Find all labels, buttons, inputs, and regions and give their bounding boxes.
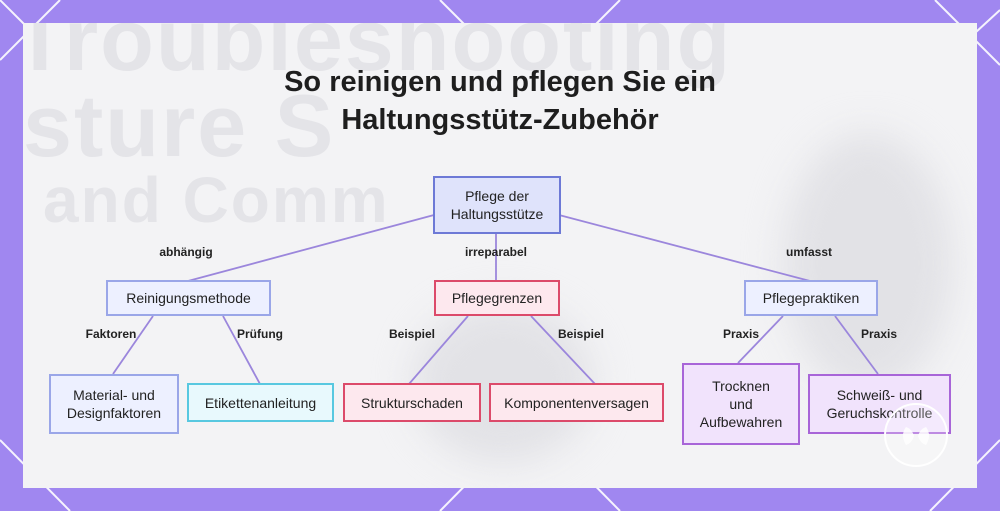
edge-label-praxis: Praxis xyxy=(860,327,898,341)
edge-reinigung-material xyxy=(112,315,154,375)
edge-root-reinigung xyxy=(187,214,435,282)
node-strukturschaden[interactable]: Strukturschaden xyxy=(343,383,481,422)
node-label: Reinigungsmethode xyxy=(126,290,251,306)
edge-label-abhaengig: abhängig xyxy=(159,245,213,259)
node-pflegepraktiken[interactable]: Pflegepraktiken xyxy=(744,280,878,316)
edge-praktiken-schweiss xyxy=(834,315,879,375)
diagram-card: Troubleshooting sture S and Comm So rein… xyxy=(23,23,977,488)
background-text: sture S xyxy=(23,76,336,175)
title-line: Haltungsstütz-Zubehör xyxy=(341,104,659,136)
edge-root-praktiken xyxy=(558,214,811,282)
edge-label-faktoren: Faktoren xyxy=(85,327,137,341)
node-label: Material- und xyxy=(73,387,155,403)
edge-grenzen-komponenten xyxy=(530,315,596,385)
node-label: Haltungsstütze xyxy=(450,206,544,222)
node-reinigungsmethode[interactable]: Reinigungsmethode xyxy=(106,280,271,316)
background-text: Troubleshooting xyxy=(23,23,733,89)
edge-label-umfasst: umfasst xyxy=(785,245,833,259)
node-label: Pflege der xyxy=(465,188,529,204)
edge-label-pruefung: Prüfung xyxy=(237,327,283,341)
node-label: Designfaktoren xyxy=(66,405,162,421)
edge-grenzen-struktur xyxy=(408,315,469,385)
node-label: Aufbewahren xyxy=(699,414,783,430)
edge-label-beispiel: Beispiel xyxy=(388,327,436,341)
page-title: So reinigen und pflegen Sie ein Haltungs… xyxy=(23,63,977,139)
node-material-und-designfaktoren[interactable]: Material- und Designfaktoren xyxy=(49,374,179,434)
edge-label-beispiel: Beispiel xyxy=(557,327,605,341)
edge-praktiken-trocknen xyxy=(737,315,784,364)
node-trocknen-und-aufbewahren[interactable]: Trocknen und Aufbewahren xyxy=(682,363,800,445)
title-line: So reinigen und pflegen Sie ein xyxy=(284,66,716,98)
edge-label-irreparabel: irreparabel xyxy=(464,245,528,259)
node-label: Etikettenanleitung xyxy=(204,394,317,411)
node-label: Pflegepraktiken xyxy=(762,290,860,306)
node-label: Strukturschaden xyxy=(361,394,463,411)
node-label: Komponentenversagen xyxy=(504,394,649,411)
node-komponentenversagen[interactable]: Komponentenversagen xyxy=(489,383,664,422)
edge-label-praxis: Praxis xyxy=(722,327,760,341)
node-label: Pflegegrenzen xyxy=(451,290,543,306)
background-blur-shape xyxy=(783,133,953,393)
node-pflegegrenzen[interactable]: Pflegegrenzen xyxy=(434,280,560,316)
edge-reinigung-etiketten xyxy=(222,315,261,385)
background-text: and Comm xyxy=(43,164,390,236)
node-label: und xyxy=(729,396,753,412)
logo-badge-icon xyxy=(884,403,948,467)
node-label: Trocknen xyxy=(712,378,770,394)
node-pflege-der-haltungsstuetze[interactable]: Pflege der Haltungsstütze xyxy=(433,176,561,234)
logo-mark-icon xyxy=(903,427,929,445)
node-label: Schweiß- und xyxy=(836,387,923,403)
diagram-edges xyxy=(112,214,879,385)
node-etikettenanleitung[interactable]: Etikettenanleitung xyxy=(187,383,334,422)
